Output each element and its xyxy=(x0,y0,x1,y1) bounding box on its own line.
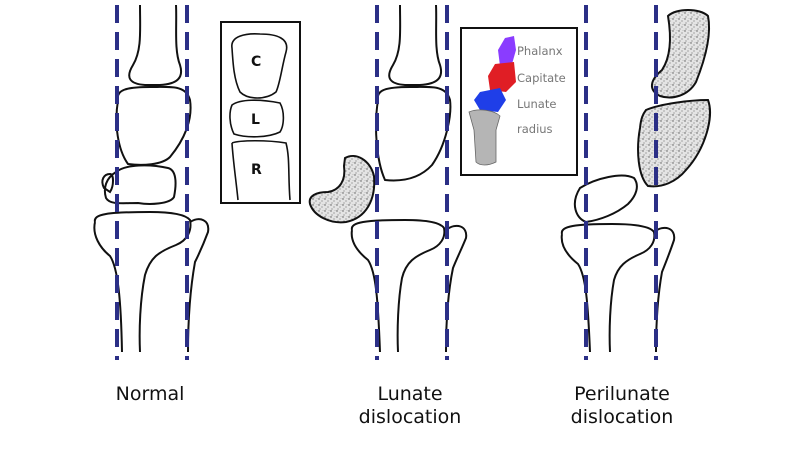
inset-radius-shape xyxy=(231,139,291,201)
legend-lunate: Lunate xyxy=(517,97,556,111)
legend-phalanx: Phalanx xyxy=(517,44,563,58)
caption-normal: Normal xyxy=(90,383,210,406)
normal-axis-lines xyxy=(115,5,189,360)
dislocated-lunate-bone xyxy=(308,155,376,224)
caption-lunate-line1: Lunate xyxy=(377,383,443,405)
legend-capitate: Capitate xyxy=(517,71,566,85)
capitate-bone xyxy=(375,85,452,182)
lunate-bone xyxy=(573,174,638,224)
model-capitate xyxy=(488,62,516,92)
perilunate-axis-lines xyxy=(584,5,658,360)
caption-normal-line1: Normal xyxy=(115,383,185,405)
phalanx-bone xyxy=(388,4,442,86)
phalanx-bone xyxy=(128,4,182,86)
caption-lunate-line2: dislocation xyxy=(358,406,462,428)
caption-perilunate-dislocation: Perilunate dislocation xyxy=(552,383,692,429)
dislocated-phalanx-bone xyxy=(651,9,711,99)
radius-bone xyxy=(560,222,656,353)
caption-perilunate-line2: dislocation xyxy=(570,406,674,428)
trapezium-bone xyxy=(101,172,114,194)
model-lunate xyxy=(474,88,506,112)
caption-lunate-dislocation: Lunate dislocation xyxy=(345,383,475,429)
inset-label-r: R xyxy=(251,162,262,178)
model-radius xyxy=(468,109,501,166)
inset-label-l: L xyxy=(251,112,260,128)
ulna-bone xyxy=(187,218,210,353)
radius-bone xyxy=(350,218,446,353)
model-phalanx xyxy=(498,36,516,66)
inset-label-c: C xyxy=(251,54,261,70)
inset-capitate-shape xyxy=(231,33,288,99)
caption-perilunate-line1: Perilunate xyxy=(574,383,670,405)
lunate-axis-lines xyxy=(375,5,449,360)
ulna-bone xyxy=(445,224,468,353)
lunate-bone xyxy=(103,164,177,205)
panel-normal xyxy=(93,4,210,353)
panel-perilunate-dislocation xyxy=(560,174,676,353)
radius-bone xyxy=(93,210,192,353)
inset-carpal-labels: C L R xyxy=(220,21,301,204)
dislocated-capitate-bone xyxy=(637,98,711,188)
inset-3d-model: Phalanx Capitate Lunate radius xyxy=(460,27,578,176)
inset-lunate-shape xyxy=(229,99,285,138)
capitate-bone xyxy=(115,85,192,166)
legend-radius: radius xyxy=(517,122,553,136)
